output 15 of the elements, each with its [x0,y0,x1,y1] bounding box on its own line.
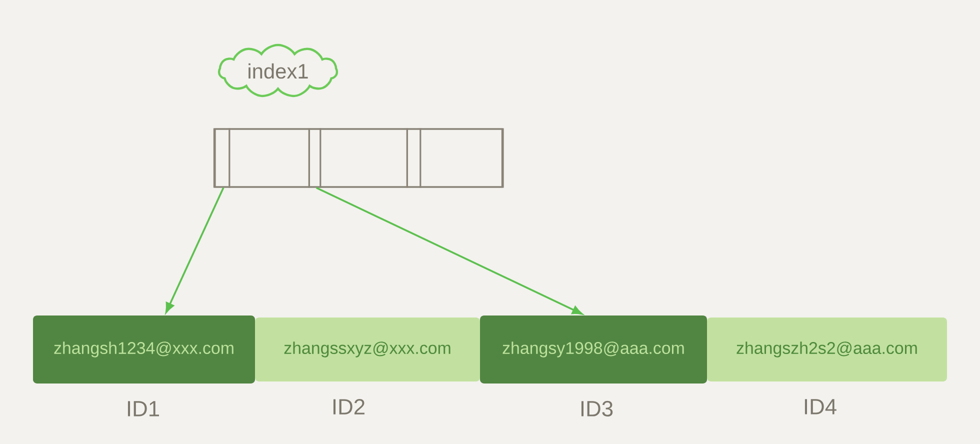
arrow [165,187,224,313]
email-record: zhangssxyz@xxx.com [255,318,480,382]
index-cell [406,128,503,188]
email-record: zhangsy1998@aaa.com [480,316,707,384]
index-page [214,128,504,188]
id-label: ID1 [128,401,159,416]
email-record: zhangszh2s2@aaa.com [707,318,947,382]
cloud-bubble: index1 [218,44,338,98]
id-label: ID4 [804,399,836,414]
id-label: ID2 [333,399,364,414]
id-label: ID3 [581,400,613,416]
index-cell [308,128,408,188]
index-cell [213,128,310,188]
email-record: zhangsh1234@xxx.com [33,316,255,384]
arrow [316,186,582,315]
